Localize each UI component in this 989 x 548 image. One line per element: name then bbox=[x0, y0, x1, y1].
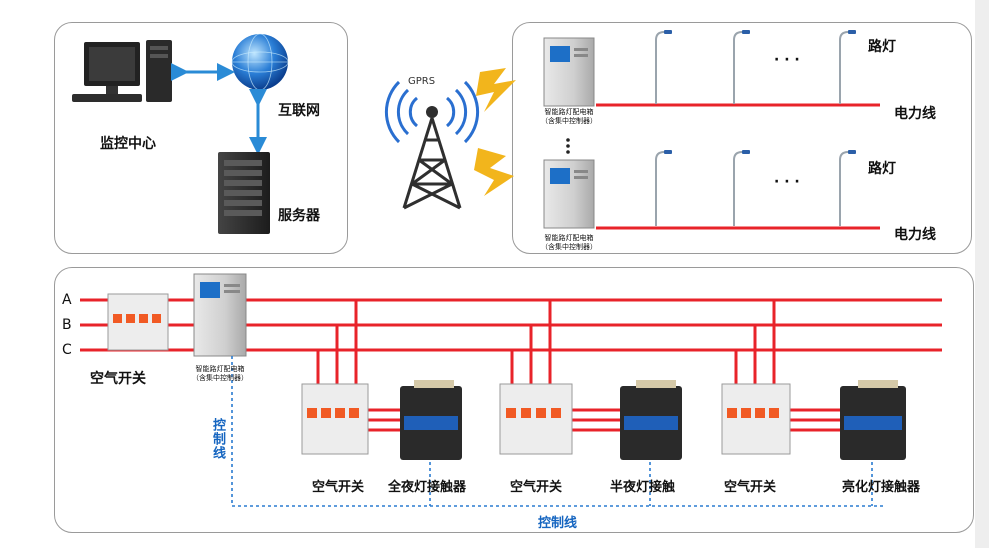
right-edge-strip bbox=[975, 0, 989, 548]
cabinet-sublabel: （含集中控制器） bbox=[541, 243, 597, 251]
phase-a-label: A bbox=[62, 292, 72, 308]
computer-icon bbox=[72, 40, 172, 102]
streetlight-label: 路灯 bbox=[868, 161, 896, 177]
ellipsis-label: · · · bbox=[774, 52, 800, 68]
cabinet-icon bbox=[543, 37, 595, 107]
breaker-icon bbox=[721, 383, 791, 455]
server-label: 服务器 bbox=[278, 208, 320, 224]
contactor-icon bbox=[620, 380, 682, 460]
control-line-label: 控制线 bbox=[538, 516, 578, 531]
breaker-icon bbox=[301, 383, 369, 455]
signal-bolt-icon bbox=[476, 68, 516, 112]
breaker-label: 空气开关 bbox=[510, 480, 563, 495]
distribution-cabinet-icon bbox=[193, 273, 247, 357]
power-line-label: 电力线 bbox=[894, 106, 936, 122]
vertical-dots bbox=[566, 138, 570, 154]
phase-c-label: C bbox=[62, 342, 72, 358]
branch-feeders bbox=[316, 300, 840, 432]
streetlight-head-icon bbox=[664, 30, 856, 154]
cabinet-label: 智能路灯配电箱 bbox=[195, 365, 245, 373]
power-line-label: 电力线 bbox=[894, 227, 936, 243]
monitor-center-label: 监控中心 bbox=[100, 136, 156, 152]
control-line bbox=[231, 356, 884, 507]
cabinet-icon bbox=[543, 159, 595, 229]
gprs-tower-icon bbox=[384, 80, 480, 210]
cabinet-label: 智能路灯配电箱 bbox=[544, 108, 594, 116]
server-icon bbox=[218, 152, 270, 234]
breaker-icon bbox=[499, 383, 573, 455]
breaker-label: 空气开关 bbox=[312, 480, 365, 495]
streetlight-pole bbox=[655, 31, 852, 226]
internet-label: 互联网 bbox=[278, 103, 320, 119]
main-breaker-label: 空气开关 bbox=[90, 371, 146, 387]
signal-bolt-icon bbox=[474, 148, 514, 196]
ellipsis-label: · · · bbox=[774, 174, 800, 190]
streetlight-label: 路灯 bbox=[868, 39, 896, 55]
contactor-icon bbox=[400, 380, 462, 460]
control-line-vertical-label: 控制线 bbox=[210, 418, 225, 460]
globe-icon bbox=[231, 33, 289, 91]
cabinet-label: 智能路灯配电箱 bbox=[544, 234, 594, 242]
phase-b-label: B bbox=[62, 317, 72, 333]
cabinet-sublabel: （含集中控制器） bbox=[192, 374, 248, 382]
contactor-label: 亮化灯接触器 bbox=[842, 480, 921, 495]
cabinet-sublabel: （含集中控制器） bbox=[541, 117, 597, 125]
breaker-label: 空气开关 bbox=[724, 480, 777, 495]
main-breaker-icon bbox=[107, 293, 169, 351]
contactor-label: 半夜灯接触 bbox=[610, 480, 676, 495]
contactor-label: 全夜灯接触器 bbox=[388, 480, 467, 495]
contactor-icon bbox=[840, 380, 906, 460]
gprs-label: GPRS bbox=[408, 76, 436, 87]
